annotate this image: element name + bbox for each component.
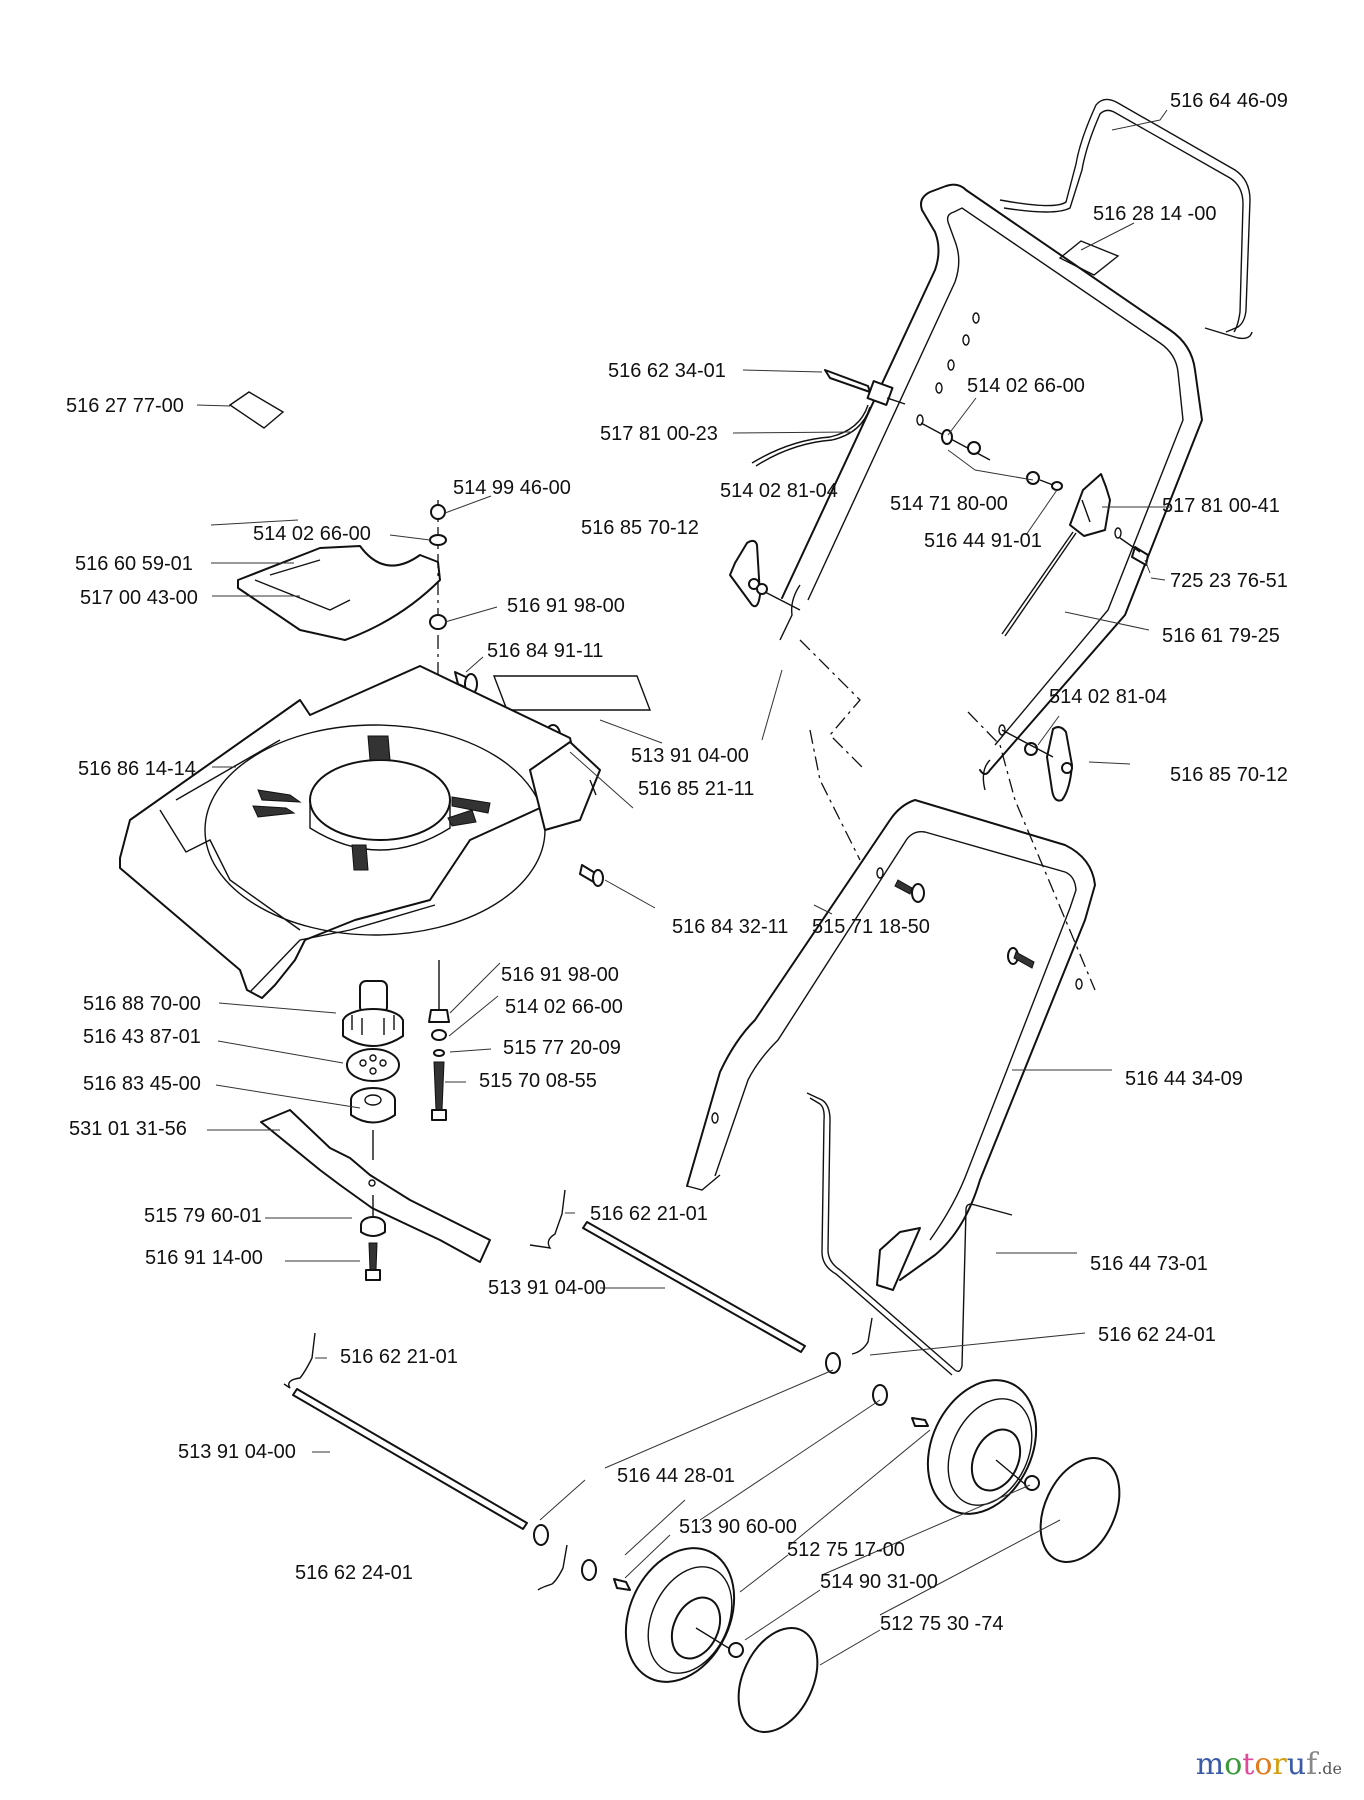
label-axle-front: 513 91 04-00: [178, 1441, 296, 1463]
label-spring-front: 516 62 21-01: [340, 1346, 458, 1368]
label-screw-switch: 725 23 76-51: [1170, 570, 1288, 592]
watermark-letter: u: [1286, 1747, 1307, 1782]
label-blade-washer: 515 79 60-01: [144, 1205, 262, 1227]
blade-shape: [260, 1109, 491, 1263]
leader-lines: [196, 109, 1170, 1666]
label-pin-deck: 516 85 21-11: [638, 778, 754, 800]
cover-shape: [237, 545, 441, 641]
mower-deck-shape: [119, 665, 601, 999]
label-nut-pair: 514 71 80-00: [890, 493, 1008, 515]
blade-bolt-shape: [365, 1242, 381, 1281]
handle-screw-lower: [1007, 947, 1035, 969]
motor-shape: [342, 980, 404, 1047]
catcher-frame-shape: [806, 1092, 1013, 1376]
washer-front-wheel: [533, 1524, 597, 1581]
label-bolt-long: 515 70 08-55: [479, 1070, 597, 1092]
label-cable-adjuster: 516 62 34-01: [608, 360, 726, 382]
label-spring-right: 516 62 24-01: [1098, 1324, 1216, 1346]
label-switch-box: 517 81 00-41: [1162, 495, 1280, 517]
axle-rear-shape: [582, 1221, 806, 1353]
label-spring-front-lower: 516 62 24-01: [295, 1562, 413, 1584]
part-labels: 516 64 46-09 516 28 14 -00 516 62 34-01 …: [66, 90, 1288, 1635]
label-catcher-frame: 516 44 73-01: [1090, 1253, 1208, 1275]
label-washer-mid: 514 02 66-00: [505, 996, 623, 1018]
label-motor: 516 88 70-00: [83, 993, 201, 1015]
label-pin-side: 516 84 32-11: [672, 916, 788, 938]
assembly-line-1: [799, 639, 866, 771]
label-axle-rear: 513 91 04-00: [488, 1277, 606, 1299]
label-wheel: 512 75 17-00: [787, 1539, 905, 1561]
label-wheel-bushing: 513 90 60-00: [679, 1516, 797, 1538]
label-decal-loose: 516 27 77-00: [66, 395, 184, 417]
blade-washer-shape: [360, 1195, 386, 1237]
label-upper-handle: 516 61 79-25: [1162, 625, 1280, 647]
cable-adjuster-shape: [751, 369, 906, 467]
upper-handle-shape: [779, 183, 1203, 791]
knob-right-shape: [1001, 726, 1073, 802]
lower-handle-shape: [686, 799, 1096, 1281]
handle-screw-upper: [894, 879, 925, 903]
watermark-letter: m: [1195, 1747, 1225, 1782]
watermark-letter: o: [1254, 1747, 1273, 1782]
watermark-logo: motoruf.de: [1196, 1747, 1342, 1782]
fan-plate-shape: [346, 1048, 400, 1082]
label-nut-cover: 514 99 46-00: [453, 477, 571, 499]
spring-front-shape: [283, 1332, 316, 1389]
label-lock-washer: 515 77 20-09: [503, 1037, 621, 1059]
label-handle-bar-upper: 516 64 46-09: [1170, 90, 1288, 112]
label-washer-cover: 514 02 66-00: [253, 523, 371, 545]
label-bushing-mid: 516 91 98-00: [501, 964, 619, 986]
label-deck: 516 86 14-14: [78, 758, 196, 780]
upper-hardware: [920, 422, 1063, 491]
label-bushing-top: 516 91 98-00: [507, 595, 625, 617]
label-decal-handle: 516 28 14 -00: [1093, 203, 1216, 225]
label-knob-left: 516 85 70-12: [581, 517, 699, 539]
label-cable: 517 81 00-23: [600, 423, 718, 445]
watermark-letter: o: [1224, 1747, 1243, 1782]
label-blade-bolt: 516 91 14-00: [145, 1247, 263, 1269]
blade-hub-shape: [350, 1087, 396, 1160]
assembly-line-2: [809, 729, 861, 861]
spring-front-lower-shape: [537, 1544, 568, 1591]
watermark-brand: motoruf: [1196, 1747, 1317, 1782]
wheel-right-shape: [911, 1379, 1121, 1563]
watermark-letter: t: [1242, 1747, 1255, 1782]
label-lower-handle: 516 44 34-09: [1125, 1068, 1243, 1090]
spring-right-shape: [851, 1317, 873, 1355]
label-plug-top: 516 84 91-11: [487, 640, 603, 662]
label-screw-handle: 515 71 18-50: [812, 916, 930, 938]
label-cover: 516 60 59-01: [75, 553, 193, 575]
upper-bail-bar: [999, 98, 1253, 340]
watermark-tld: .de: [1317, 1759, 1342, 1778]
decal-loose-shape: [228, 391, 285, 429]
label-fan-plate: 516 43 87-01: [83, 1026, 201, 1048]
label-washer-knob-left: 514 02 81-04: [720, 480, 838, 502]
label-blade: 531 01 31-56: [69, 1118, 187, 1140]
label-spring-rear: 516 62 21-01: [590, 1203, 708, 1225]
washer-rear-wheel: [825, 1352, 888, 1406]
knob-left-shape: [729, 539, 801, 611]
watermark-letter: f: [1306, 1747, 1318, 1782]
label-washer-switch: 516 44 91-01: [924, 530, 1042, 552]
axle-front-shape: [292, 1388, 528, 1530]
label-washer-handle-top: 514 02 66-00: [967, 375, 1085, 397]
label-washer-knob-right: 514 02 81-04: [1049, 686, 1167, 708]
label-hub-cap: 512 75 30 -74: [880, 1613, 1003, 1635]
assembly-line-3: [967, 711, 1096, 991]
label-decal-deck: 513 91 04-00: [631, 745, 749, 767]
deck-decal-shape: [492, 675, 652, 711]
wheel-left-shape: [613, 1547, 819, 1733]
bolt-stack-shape: [428, 960, 450, 1121]
watermark-letter: r: [1272, 1747, 1287, 1782]
label-decal-cover: 517 00 43-00: [80, 587, 198, 609]
label-wheel-nut: 514 90 31-00: [820, 1571, 938, 1593]
switch-box-shape: [1001, 473, 1149, 637]
label-washer-wheel: 516 44 28-01: [617, 1465, 735, 1487]
spring-rear-shape: [529, 1189, 566, 1249]
label-knob-right: 516 85 70-12: [1170, 764, 1288, 786]
label-blade-hub: 516 83 45-00: [83, 1073, 201, 1095]
